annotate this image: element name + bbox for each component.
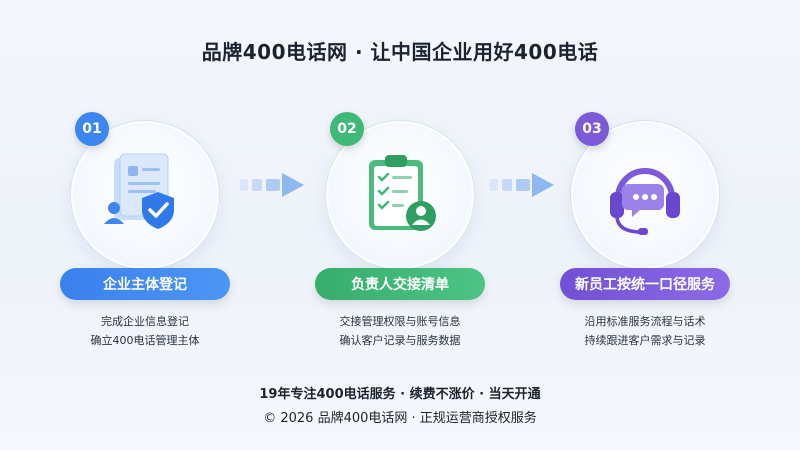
- step-2-desc-line-2: 确认客户记录与服务数据: [339, 334, 461, 347]
- step-2: 02 负责人交接清单 交接管理权限与账号信息 确认客户记录与服务数据: [310, 100, 490, 347]
- footer-copyright: © 2026 品牌400电话网 · 正规运营商授权服务: [263, 411, 537, 426]
- step-1-desc-line-2: 确立400电话管理主体: [90, 334, 200, 347]
- step-3: 03 新员工按统一口径服务 沿用标准服务流程与话术 持续跟进客户需求与记录: [555, 100, 735, 347]
- step-2-label: 负责人交接清单: [315, 268, 485, 300]
- clipboard-checklist-icon: [369, 155, 436, 231]
- step-1: 01 企业主体登记 完成企业信息登记 确立400电话管理主体: [55, 100, 235, 347]
- arrow-right-icon: [240, 173, 304, 197]
- page-title: 品牌400电话网 · 让中国企业用好400电话: [201, 40, 599, 64]
- step-2-desc-line-1: 交接管理权限与账号信息: [339, 315, 461, 328]
- step-1-desc-line-1: 完成企业信息登记: [101, 315, 189, 328]
- step-2-number: 02: [330, 112, 364, 146]
- step-3-number: 03: [575, 112, 609, 146]
- step-3-desc-line-2: 持续跟进客户需求与记录: [584, 334, 706, 347]
- step-2-description: 交接管理权限与账号信息 确认客户记录与服务数据: [300, 312, 500, 350]
- arrow-right-icon: [490, 173, 554, 197]
- headset-icon: [610, 168, 680, 235]
- step-3-description: 沿用标准服务流程与话术 持续跟进客户需求与记录: [545, 312, 745, 350]
- document-shield-icon: [104, 153, 174, 229]
- step-1-number: 01: [75, 112, 109, 146]
- step-3-desc-line-1: 沿用标准服务流程与话术: [584, 315, 706, 328]
- step-1-label: 企业主体登记: [60, 268, 230, 300]
- step-3-label: 新员工按统一口径服务: [560, 268, 730, 300]
- footer-tagline: 19年专注400电话服务 · 续费不涨价 · 当天开通: [259, 387, 541, 402]
- step-1-description: 完成企业信息登记 确立400电话管理主体: [45, 312, 245, 350]
